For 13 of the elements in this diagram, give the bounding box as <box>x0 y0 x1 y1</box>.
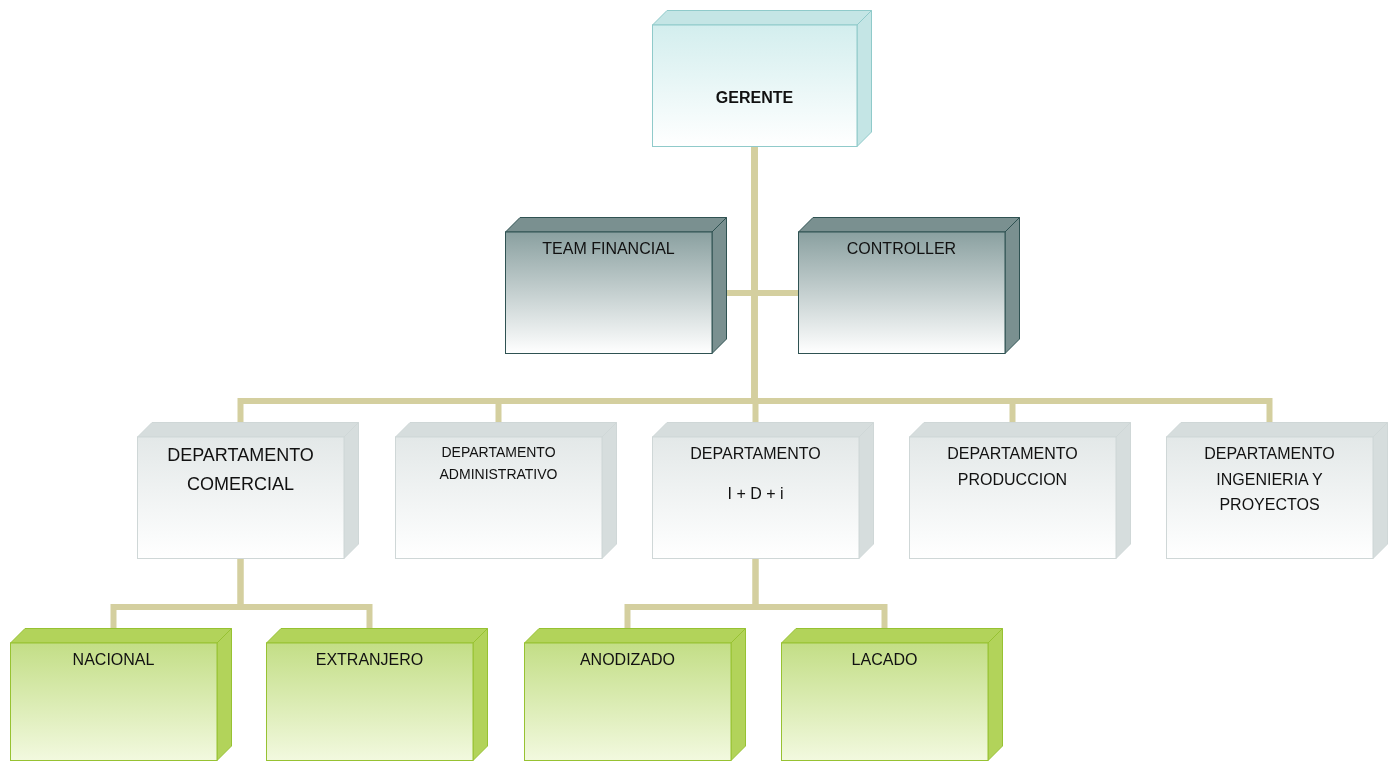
box-label: CONTROLLER <box>846 239 957 259</box>
box-label: I + D + i <box>727 483 784 504</box>
box-label: LACADO <box>851 650 918 670</box>
box-label: DEPARTAMENTO PRODUCCION <box>946 444 1079 490</box>
box-label: ANODIZADO <box>579 650 676 670</box>
box-label: DEPARTAMENTO <box>690 444 821 464</box>
box-label: EXTRANJERO <box>315 650 424 670</box>
box-label: DEPARTAMENTO ADMINISTRATIVO <box>438 443 559 485</box>
box-label: GERENTE <box>715 88 794 108</box>
box-label: DEPARTAMENTO INGENIERIA Y PROYECTOS <box>1203 444 1336 516</box>
box-label: TEAM FINANCIAL <box>542 239 675 259</box>
box-label: DEPARTAMENTO COMERCIAL <box>166 444 315 496</box>
box-label: NACIONAL <box>72 650 155 670</box>
